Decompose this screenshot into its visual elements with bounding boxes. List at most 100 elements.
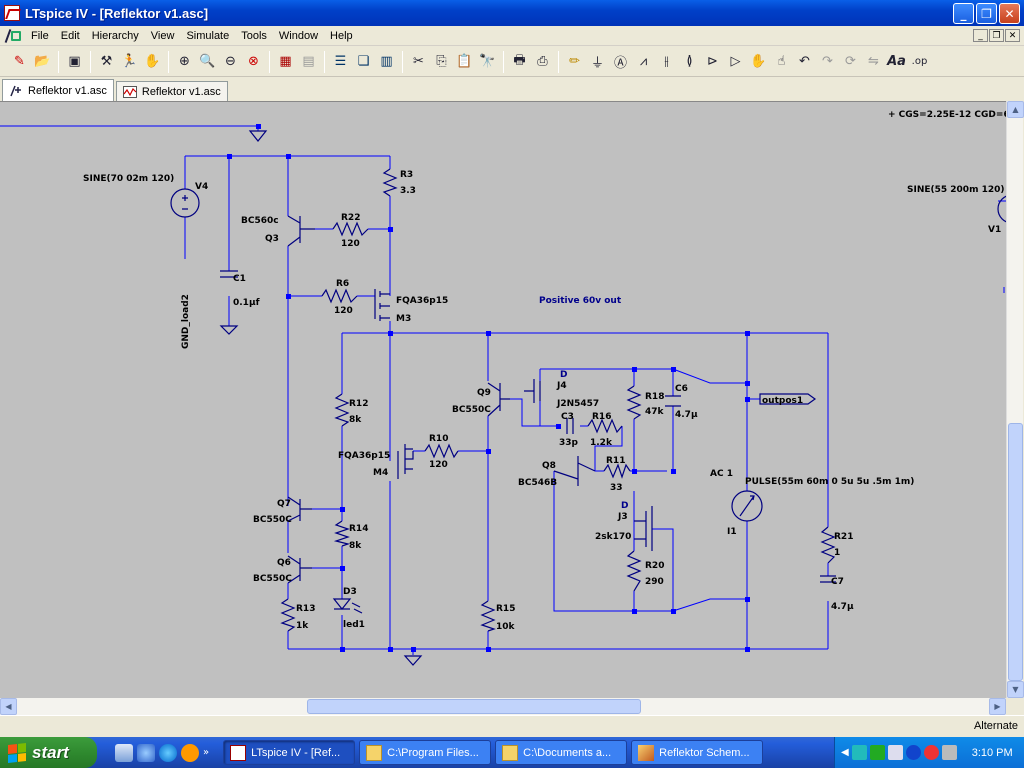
clock[interactable]: 3:10 PM: [971, 746, 1013, 759]
tray-expand-icon[interactable]: ◀: [841, 747, 849, 758]
doc-restore-button[interactable]: ❐: [989, 29, 1004, 42]
window-controls: _ ❐ ✕: [953, 3, 1020, 24]
undo-icon[interactable]: ↶: [799, 54, 810, 69]
r21-value: 1: [834, 548, 840, 558]
hardware-icon[interactable]: [887, 745, 903, 760]
component-labels: + CGS=2.25E-12 CGD=6 SINE(70 02m 120) V4…: [83, 110, 1006, 632]
new-schematic-icon[interactable]: ✎: [14, 54, 25, 69]
pan-icon[interactable]: 🔍: [199, 54, 216, 69]
antivirus-icon[interactable]: [923, 745, 939, 760]
r14-name: R14: [349, 524, 368, 534]
ie-icon[interactable]: [159, 743, 177, 762]
zoom-cancel-icon[interactable]: ⊗: [248, 54, 259, 69]
desktop-icon[interactable]: [115, 743, 133, 762]
draw-wire-icon[interactable]: ✏: [569, 54, 580, 69]
task-documents[interactable]: C:\Documents a...: [495, 740, 628, 765]
tile-horizontal-icon[interactable]: ☰: [334, 54, 347, 69]
task-reflektor-schematic[interactable]: Reflektor Schem...: [631, 740, 764, 765]
scroll-down-icon[interactable]: ▼: [1007, 681, 1024, 698]
v1-name: V1: [988, 225, 1001, 235]
title-bar: LTspice IV - [Reflektor v1.asc] _ ❐ ✕: [0, 0, 1024, 26]
scroll-right-icon[interactable]: ▶: [989, 698, 1006, 715]
schematic-doc-icon[interactable]: [5, 29, 21, 43]
zoom-in-icon[interactable]: ⊕: [179, 54, 190, 69]
zoom-fit-icon[interactable]: ▤: [302, 54, 315, 69]
tab-waveform[interactable]: Reflektor v1.asc: [115, 81, 228, 101]
resistor-icon[interactable]: ⩘: [639, 54, 648, 69]
doc-minimize-button[interactable]: _: [973, 29, 988, 42]
task-ltspice[interactable]: LTspice IV - [Ref...: [223, 740, 356, 765]
quick-launch-more-icon[interactable]: »: [203, 747, 210, 758]
text-icon[interactable]: Aa: [887, 54, 906, 69]
menu-window[interactable]: Window: [278, 29, 319, 42]
r11-value: 33: [610, 483, 623, 493]
open-icon[interactable]: 📂: [34, 54, 51, 69]
volume-icon[interactable]: [941, 745, 957, 760]
menu-view[interactable]: View: [150, 29, 175, 42]
doc-close-button[interactable]: ✕: [1005, 29, 1020, 42]
start-button[interactable]: start: [0, 737, 97, 768]
menu-bar: File Edit Hierarchy View Simulate Tools …: [0, 26, 1024, 46]
mirror-icon[interactable]: ⇋: [868, 54, 879, 69]
component-icon[interactable]: ▷: [730, 54, 741, 69]
menu-tools[interactable]: Tools: [241, 29, 267, 42]
d3-name: D3: [343, 587, 357, 597]
output-port-label: outpos1: [762, 396, 803, 406]
tile-vertical-icon[interactable]: ▥: [380, 54, 393, 69]
ground-icon[interactable]: ⏚: [590, 56, 604, 71]
print-icon[interactable]: ⎙: [537, 54, 548, 69]
cut-icon[interactable]: ✂: [413, 54, 424, 69]
schematic-canvas[interactable]: + CGS=2.25E-12 CGD=6 SINE(70 02m 120) V4…: [0, 101, 1006, 698]
tab-schematic[interactable]: Reflektor v1.asc: [2, 79, 114, 101]
menu-simulate[interactable]: Simulate: [186, 29, 230, 42]
horizontal-scrollbar[interactable]: ◀ ▶: [0, 698, 1006, 715]
schematic-drawing[interactable]: + CGS=2.25E-12 CGD=6 SINE(70 02m 120) V4…: [0, 102, 1006, 698]
vertical-scroll-thumb[interactable]: [1008, 423, 1023, 681]
run-icon[interactable]: 🏃: [121, 54, 138, 69]
halt-icon[interactable]: ✋: [144, 54, 161, 69]
vertical-scrollbar[interactable]: ▲ ▼: [1006, 101, 1024, 698]
move-icon[interactable]: ✋: [750, 54, 767, 69]
r10-name: R10: [429, 434, 448, 444]
zoom-out-icon[interactable]: ⊖: [225, 54, 236, 69]
network-icon[interactable]: [851, 745, 867, 760]
redo-icon[interactable]: ↷: [822, 54, 833, 69]
close-button[interactable]: ✕: [999, 3, 1020, 24]
ground-net-label: GND_load2: [181, 294, 191, 349]
horizontal-scroll-thumb[interactable]: [307, 699, 641, 714]
capacitor-icon[interactable]: ⫲: [664, 54, 669, 69]
cascade-icon[interactable]: ❏: [357, 54, 370, 69]
autorange-icon[interactable]: ▦: [279, 54, 292, 69]
menu-hierarchy[interactable]: Hierarchy: [91, 29, 139, 42]
copy-icon[interactable]: ⎘: [436, 54, 447, 69]
task-program-files[interactable]: C:\Program Files...: [359, 740, 492, 765]
m3-name: M3: [396, 314, 411, 324]
inductor-icon[interactable]: ≬: [686, 54, 693, 69]
task-label: C:\Program Files...: [387, 746, 479, 759]
r12-value: 8k: [349, 415, 362, 425]
security-icon[interactable]: [869, 745, 885, 760]
minimize-button[interactable]: _: [953, 3, 974, 24]
drag-icon[interactable]: ☝: [777, 54, 786, 69]
rotate-icon[interactable]: ⟳: [845, 54, 856, 69]
menu-edit[interactable]: Edit: [60, 29, 80, 42]
find-icon[interactable]: 🔭: [479, 54, 496, 69]
media-icon[interactable]: [137, 743, 155, 762]
q9-model: BC550C: [452, 405, 491, 415]
scroll-up-icon[interactable]: ▲: [1007, 101, 1024, 118]
spice-model-note: + CGS=2.25E-12 CGD=6: [888, 110, 1006, 120]
diode-icon[interactable]: ⊳: [707, 54, 718, 69]
menu-file[interactable]: File: [31, 29, 49, 42]
menu-help[interactable]: Help: [330, 29, 353, 42]
spice-directive-icon[interactable]: .op: [911, 56, 928, 67]
print-setup-icon[interactable]: 🖶: [513, 52, 526, 68]
paste-icon[interactable]: 📋: [456, 54, 473, 69]
bluetooth-icon[interactable]: [905, 745, 921, 760]
ltspice-app-icon[interactable]: [4, 5, 20, 21]
label-net-icon[interactable]: Ⓐ: [613, 56, 627, 71]
control-panel-icon[interactable]: ⚒: [100, 54, 113, 69]
maximize-button[interactable]: ❐: [976, 3, 997, 24]
app-icon[interactable]: [181, 743, 199, 762]
save-icon[interactable]: ▣: [68, 54, 81, 69]
scroll-left-icon[interactable]: ◀: [0, 698, 17, 715]
